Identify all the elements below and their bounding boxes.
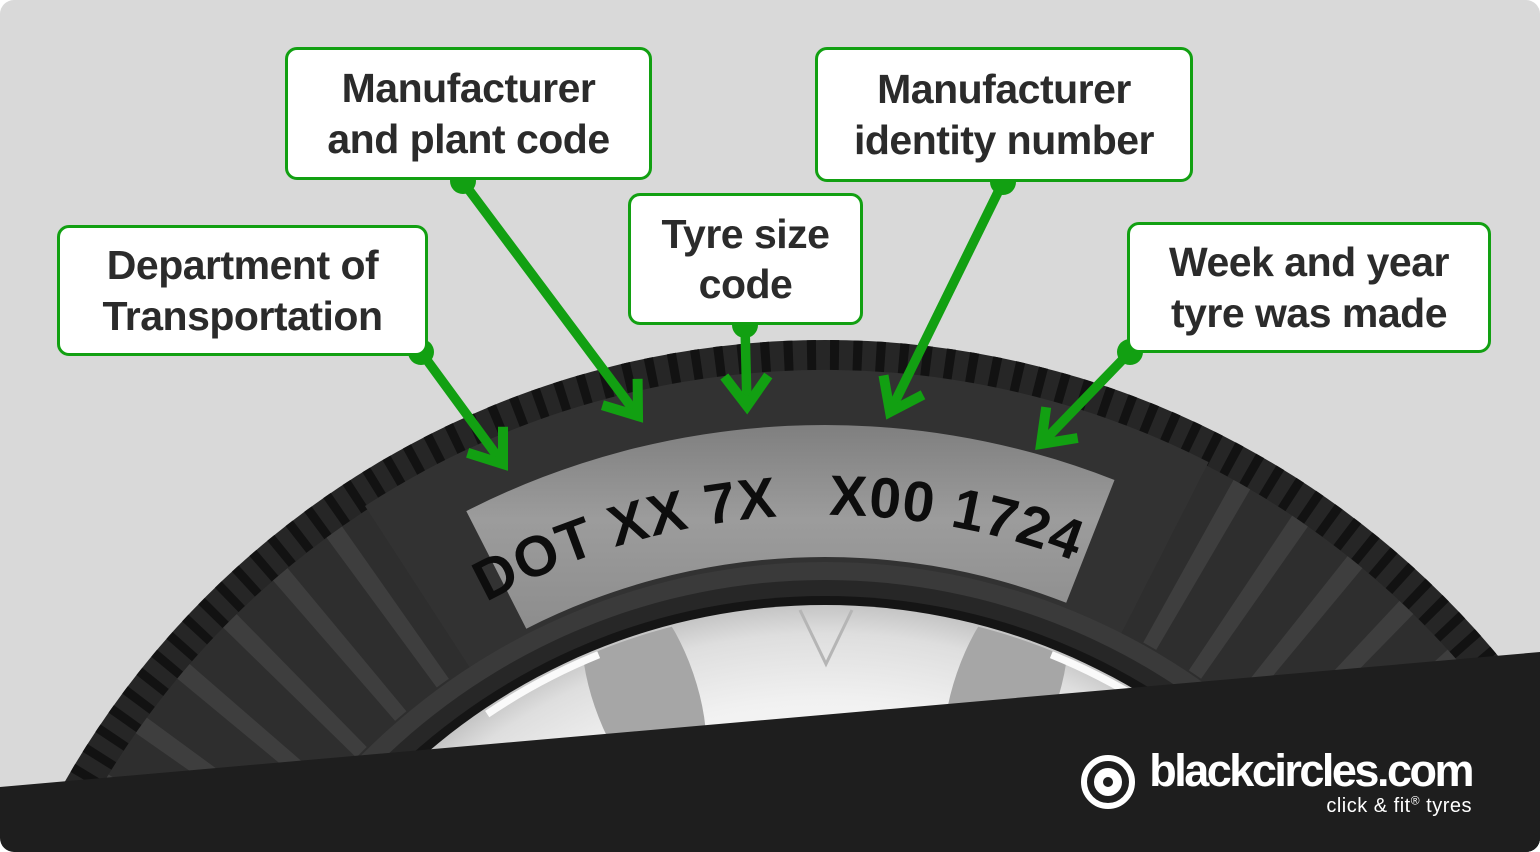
rim-highlight-left: [484, 649, 601, 718]
arrow-manufacturer-plant-code: [450, 168, 644, 423]
callout-tyre-size-code: Tyre size code: [628, 193, 863, 325]
registered-trademark-icon: ®: [1410, 793, 1421, 808]
callout-label-line2: and plant code: [327, 115, 610, 162]
concentric-circles-icon: [1081, 755, 1136, 810]
tagline-prefix: click & fit: [1326, 795, 1411, 817]
callout-label-line1: Manufacturer: [341, 65, 596, 112]
brand-name: blackcircles.com: [1149, 744, 1474, 796]
callout-label-line2: Transportation: [102, 292, 383, 339]
callout-week-year-made: Week and year tyre was made: [1127, 222, 1491, 353]
callout-label-line2: identity number: [853, 116, 1155, 163]
callout-label-line2: tyre was made: [1170, 289, 1448, 336]
callout-label-line2: code: [698, 261, 793, 307]
tagline-suffix: tyres: [1420, 795, 1472, 817]
dot-code-panel: [466, 425, 1115, 629]
rim-spoke-seam: [798, 609, 854, 668]
concentric-circles-icon-inner: [1094, 768, 1123, 797]
callout-label-line1: Manufacturer: [877, 66, 1131, 113]
blackcircles-logo: blackcircles.com click & fit® tyres: [1081, 744, 1474, 818]
logo-text-column: blackcircles.com click & fit® tyres: [1149, 744, 1474, 818]
bottom-brand-band: [0, 652, 1540, 852]
callout-label-line1: Week and year: [1169, 239, 1449, 286]
callout-department-of-transportation: Department of Transportation: [57, 225, 428, 356]
pointer-arrows: [408, 168, 1143, 471]
callout-manufacturer-identity-number: Manufacturer identity number: [815, 47, 1193, 182]
brand-tagline: click & fit® tyres: [1326, 793, 1472, 818]
callout-label-line1: Tyre size: [661, 210, 830, 257]
callout-manufacturer-plant-code: Manufacturer and plant code: [285, 47, 652, 180]
callout-label-line1: Department of: [106, 242, 379, 289]
